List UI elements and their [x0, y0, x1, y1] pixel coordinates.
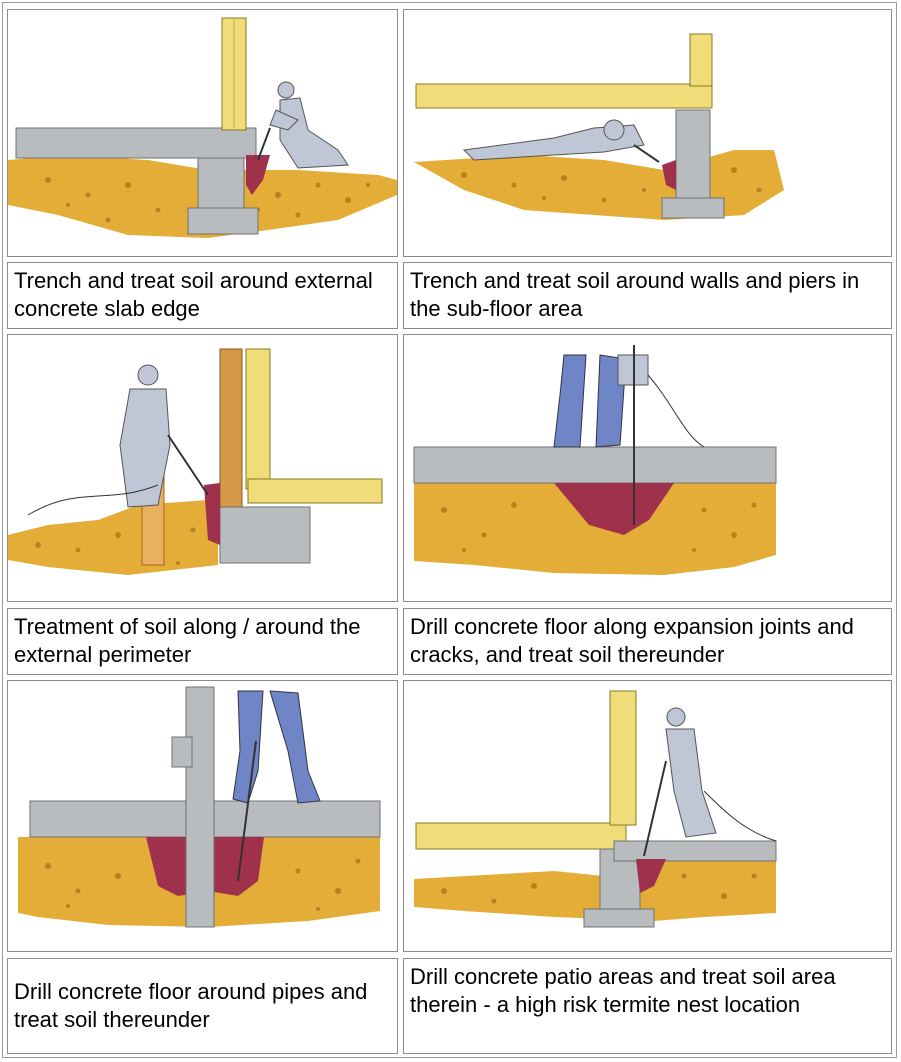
illustration-subfloor-piers — [403, 9, 892, 257]
illustration-expansion-joints — [403, 334, 892, 602]
caption-pipes: Drill concrete floor around pipes and tr… — [7, 958, 398, 1054]
illustration-external-perimeter — [7, 334, 398, 602]
caption-expansion-joints: Drill concrete floor along expansion joi… — [403, 608, 892, 675]
caption-subfloor-piers: Trench and treat soil around walls and p… — [403, 262, 892, 329]
caption-external-perimeter: Treatment of soil along / around the ext… — [7, 608, 398, 675]
illustration-pipes — [7, 680, 398, 952]
illustration-patio — [403, 680, 892, 952]
caption-slab-edge: Trench and treat soil around external co… — [7, 262, 398, 329]
illustration-slab-edge — [7, 9, 398, 257]
caption-patio: Drill concrete patio areas and treat soi… — [403, 958, 892, 1054]
